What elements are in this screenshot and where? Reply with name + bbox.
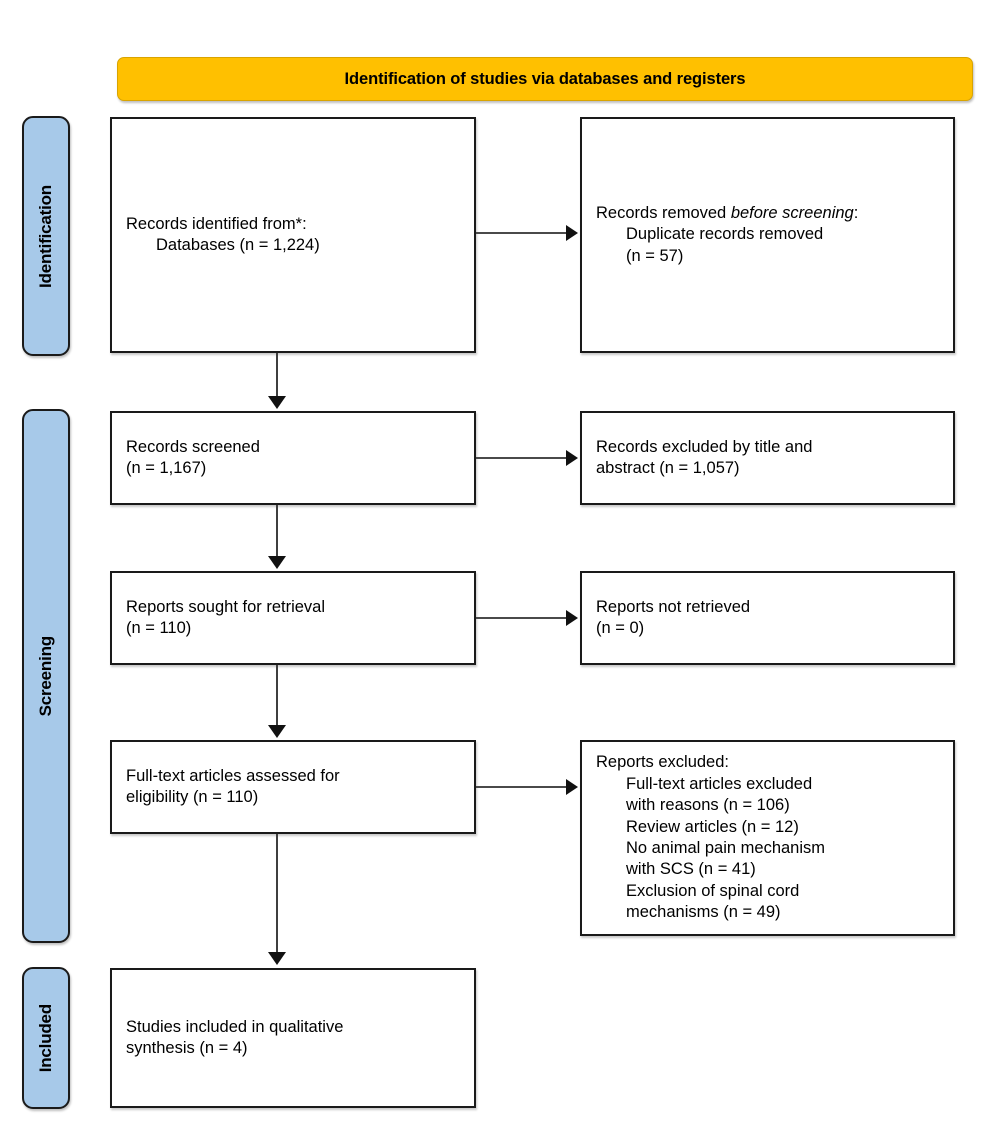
records-removed-line3: (n = 57) <box>626 246 684 265</box>
connector-screened-to-sought-arrowhead-icon <box>268 556 286 569</box>
records-removed-line1-italic: before screening <box>730 203 854 222</box>
connector-screened-to-excluded-arrowhead-icon <box>566 450 578 466</box>
reports-excluded-reason3-a: No animal pain mechanism <box>626 839 826 857</box>
records-removed-line1-suffix: : <box>853 203 859 222</box>
connector-screened-to-sought-line <box>276 505 278 558</box>
box-studies-included: Studies included in qualitative synthesi… <box>110 968 476 1108</box>
records-screened-line2: (n = 1,167) <box>126 459 207 477</box>
box-fulltext-assessed: Full-text articles assessed for eligibil… <box>110 740 476 834</box>
connector-fulltext-to-included-arrowhead-icon <box>268 952 286 965</box>
studies-included-line1: Studies included in qualitative <box>126 1017 344 1036</box>
studies-included-line2: synthesis (n = 4) <box>126 1039 248 1057</box>
reports-excluded-reason3-b: with SCS (n = 41) <box>626 860 756 879</box>
connector-screened-to-excluded-line <box>476 457 568 459</box>
reports-excluded-reason1-a: Full-text articles excluded <box>626 774 813 793</box>
stage-label-identification: Identification <box>36 184 55 288</box>
reports-excluded-reason4-a: Exclusion of spinal cord <box>626 881 800 900</box>
records-removed-line1-prefix: Records removed <box>596 203 731 222</box>
stage-rail-identification: Identification <box>22 116 70 356</box>
box-reports-not-retrieved: Reports not retrieved (n = 0) <box>580 571 955 665</box>
stage-label-screening: Screening <box>36 635 55 717</box>
fulltext-assessed-line1: Full-text articles assessed for <box>126 766 340 785</box>
records-screened-line1: Records screened <box>126 437 260 456</box>
stage-rail-screening: Screening <box>22 409 70 943</box>
connector-identified-to-removed-arrowhead-icon <box>566 225 578 241</box>
connector-fulltext-to-reportsexcluded-arrowhead-icon <box>566 779 578 795</box>
records-removed-line2: Duplicate records removed <box>626 225 824 244</box>
records-excluded-line2: abstract (n = 1,057) <box>596 459 740 477</box>
connector-sought-to-notretrieved-arrowhead-icon <box>566 610 578 626</box>
reports-not-retrieved-line1: Reports not retrieved <box>596 597 751 616</box>
reports-excluded-reason1-b: with reasons (n = 106) <box>626 796 790 815</box>
stage-rail-included: Included <box>22 967 70 1109</box>
records-identified-line1: Records identified from*: <box>126 214 307 233</box>
connector-fulltext-to-reportsexcluded-line <box>476 786 568 788</box>
box-records-excluded: Records excluded by title and abstract (… <box>580 411 955 505</box>
connector-sought-to-fulltext-arrowhead-icon <box>268 725 286 738</box>
connector-identified-to-screened-line <box>276 353 278 398</box>
reports-not-retrieved-line2: (n = 0) <box>596 619 645 637</box>
fulltext-assessed-line2: eligibility (n = 110) <box>126 788 259 806</box>
box-records-screened: Records screened (n = 1,167) <box>110 411 476 505</box>
connector-identified-to-removed-line <box>476 232 568 234</box>
records-identified-line2: Databases (n = 1,224) <box>156 236 320 254</box>
box-reports-excluded: Reports excluded: Full-text articles exc… <box>580 740 955 936</box>
records-excluded-line1: Records excluded by title and <box>596 437 813 456</box>
reports-excluded-reason2: Review articles (n = 12) <box>626 817 799 836</box>
box-reports-sought: Reports sought for retrieval (n = 110) <box>110 571 476 665</box>
reports-sought-line2: (n = 110) <box>126 619 192 637</box>
reports-excluded-heading: Reports excluded: <box>596 753 729 772</box>
connector-fulltext-to-included-line <box>276 834 278 954</box>
reports-sought-line1: Reports sought for retrieval <box>126 597 326 616</box>
stage-label-included: Included <box>36 1003 55 1073</box>
diagram-title-text: Identification of studies via databases … <box>344 69 746 88</box>
diagram-title-banner: Identification of studies via databases … <box>117 57 973 101</box>
reports-excluded-reason4-b: mechanisms (n = 49) <box>626 903 781 922</box>
connector-identified-to-screened-arrowhead-icon <box>268 396 286 409</box>
box-records-identified: Records identified from*: Databases (n =… <box>110 117 476 353</box>
connector-sought-to-fulltext-line <box>276 665 278 727</box>
box-records-removed: Records removed before screening: Duplic… <box>580 117 955 353</box>
connector-sought-to-notretrieved-line <box>476 617 568 619</box>
